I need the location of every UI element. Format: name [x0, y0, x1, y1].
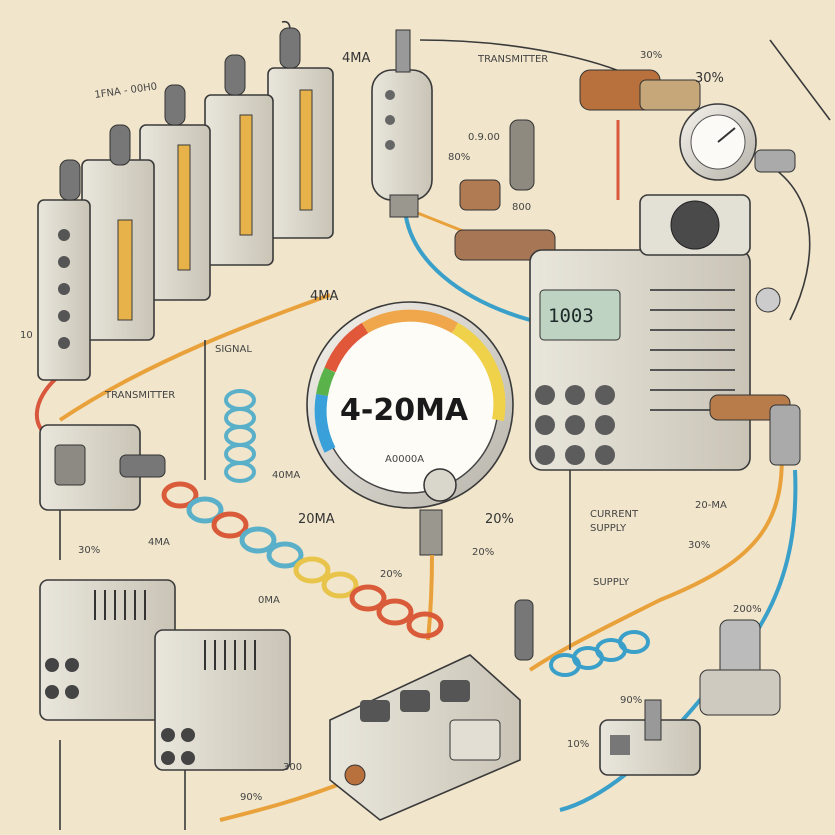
wire-orange-left — [58, 293, 331, 422]
label-4ma-left: 4MA — [148, 537, 170, 548]
label-dial-b: 80% — [448, 152, 470, 163]
label-30pct-right: 30% — [688, 540, 710, 551]
gauge-knob — [423, 468, 457, 502]
label-top-4ma: 4MA — [342, 51, 370, 66]
display-readout: 1003 — [548, 305, 594, 327]
junction-box — [329, 599, 534, 821]
coiled-cable-center — [161, 481, 444, 639]
terminal-block-2 — [204, 54, 274, 266]
terminal-block-stack — [37, 20, 334, 381]
wire-top-right — [769, 39, 831, 121]
module-bottom-left-2 — [154, 629, 291, 771]
wire-orange-bottom — [219, 778, 351, 822]
label-0ma: 0MA — [258, 595, 280, 606]
label-top-30pct-b: 30% — [695, 71, 724, 86]
label-dial-c: 800 — [512, 202, 531, 213]
gauge-subtitle: A0000A — [385, 454, 424, 465]
wire-orange-right — [528, 429, 784, 672]
label-supply: SUPPLY — [593, 577, 630, 588]
label-90-small: 90% — [240, 792, 262, 803]
label-dial-small: 0.9.00 — [468, 132, 500, 143]
label-20ma-right: 20-MA — [695, 500, 727, 511]
wire-blue-top — [403, 209, 531, 322]
label-90pct: 90% — [620, 695, 642, 706]
coiled-cable-vertical — [224, 389, 256, 483]
label-left-10: 10 — [20, 330, 33, 341]
label-mid-4ma: 4MA — [310, 289, 338, 304]
terminal-block-1 — [267, 20, 334, 239]
gauge-arc-yellow — [451, 322, 506, 422]
top-transmitter-probe — [371, 29, 433, 218]
pressure-gauge-small — [679, 103, 796, 181]
gauge-title: 4-20MA — [340, 393, 469, 428]
signal-transmitter — [39, 424, 166, 560]
pipe-fittings — [454, 69, 701, 261]
central-gauge: 4-20MA A0000A — [306, 301, 514, 641]
label-20ma: 20MA — [298, 512, 335, 527]
terminal-block-4 — [81, 124, 155, 341]
gauge-arc-blue — [314, 393, 336, 453]
label-bottom-300: 300 — [283, 762, 302, 773]
gauge-arc-green — [316, 367, 336, 397]
label-20pct-b: 20% — [380, 569, 402, 580]
gauge-arc-red — [324, 322, 369, 373]
label-20pct-a: 20% — [485, 512, 514, 527]
annotation-labels: 1FNA - 00H0 4MA TRANSMITTER 30% 30% 0.9.… — [20, 50, 762, 803]
label-transmitter-top: TRANSMITTER — [477, 54, 548, 65]
current-supply-unit: 1003 — [529, 194, 801, 471]
coiled-cable-right — [549, 630, 650, 677]
terminal-block-5 — [37, 159, 91, 381]
gauge-arc-orange — [361, 309, 459, 334]
label-signal: SIGNAL — [215, 344, 252, 355]
module-bottom-left-1 — [39, 579, 176, 721]
bottom-right-connector — [599, 619, 781, 776]
digital-display — [539, 289, 621, 341]
label-30pct-left: 30% — [78, 545, 100, 556]
label-40ma: 40MA — [272, 470, 300, 481]
label-200pct: 200% — [733, 604, 762, 615]
label-transmitter-left: TRANSMITTER — [104, 390, 175, 401]
label-top-30pct-a: 30% — [640, 50, 662, 61]
wire-grey-right — [759, 159, 811, 321]
vent-grille — [650, 289, 735, 411]
label-10pct: 10% — [567, 739, 589, 750]
label-dial-d: 20% — [472, 547, 494, 558]
keypad-buttons — [535, 385, 615, 465]
